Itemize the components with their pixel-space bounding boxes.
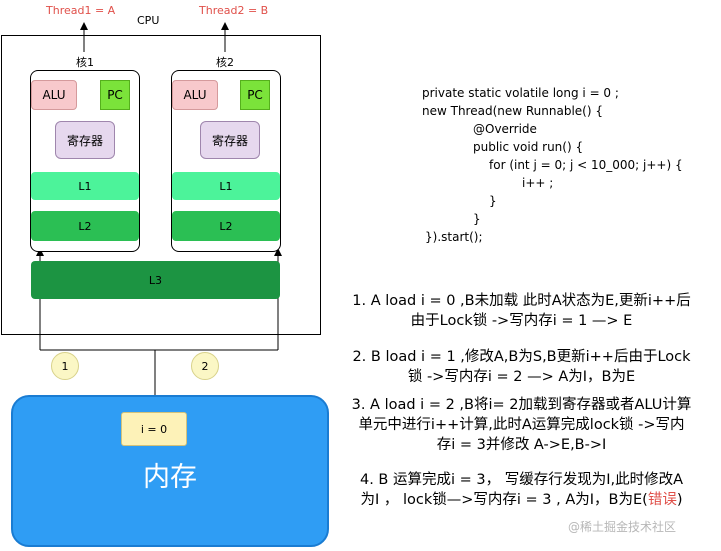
code-line: } bbox=[473, 212, 481, 226]
step-2-line-2: 锁 ->写内存i = 2 —> A为I，B为E bbox=[407, 369, 636, 385]
bus-marker-1: 1 bbox=[51, 352, 79, 380]
thread1-label: Thread1 = A bbox=[46, 4, 116, 17]
code-line: for (int j = 0; j < 10_000; j++) { bbox=[489, 158, 683, 172]
step-3-line-3: 存i = 3并修改 A->E,B->I bbox=[436, 437, 607, 453]
code-line: }).start(); bbox=[425, 230, 483, 244]
step-3: 3. A load i = 2 ,B将i= 2加载到寄存器或者ALU计算 单元中… bbox=[322, 395, 721, 455]
core2-register: 寄存器 bbox=[200, 121, 260, 159]
code-line: new Thread(new Runnable() { bbox=[422, 104, 603, 118]
step-3-line-1: 3. A load i = 2 ,B将i= 2加载到寄存器或者ALU计算 bbox=[351, 397, 692, 413]
step-4-line-2: 为I ， lock锁—>写内存i = 3 , A为I，B为E(错误) bbox=[322, 490, 721, 510]
error-mark: 错误 bbox=[647, 492, 677, 508]
code-line: public void run() { bbox=[473, 140, 584, 154]
step-4: 4. B 运算完成i = 3， 写缓存行发现为I,此时修改A 为I ， lock… bbox=[322, 470, 721, 510]
cpu-label: CPU bbox=[137, 14, 160, 27]
watermark: @稀土掘金技术社区 bbox=[568, 520, 677, 534]
step-1-line-2: 由于Lock锁 ->写内存i = 1 —> E bbox=[410, 313, 633, 329]
core2-alu: ALU bbox=[172, 80, 218, 110]
core2-pc: PC bbox=[240, 80, 270, 110]
core1-register: 寄存器 bbox=[55, 121, 115, 159]
core1-label: 核1 bbox=[76, 56, 94, 69]
core1-l1: L1 bbox=[31, 172, 139, 200]
step-4-line-1: 4. B 运算完成i = 3， 写缓存行发现为I,此时修改A bbox=[359, 472, 684, 488]
step-1-line-1: 1. A load i = 0 ,B未加载 此时A状态为E,更新i++后 bbox=[352, 293, 691, 309]
step-4-line-2-text: 为I ， lock锁—>写内存i = 3 , A为I，B为E( bbox=[360, 492, 648, 508]
step-4-line-2-tail: ) bbox=[676, 492, 683, 508]
code-line: } bbox=[489, 194, 497, 208]
core1-pc: PC bbox=[100, 80, 130, 110]
core2-l1: L1 bbox=[172, 172, 280, 200]
memory-box bbox=[11, 395, 329, 547]
code-line: @Override bbox=[473, 122, 537, 136]
thread2-label: Thread2 = B bbox=[199, 4, 269, 17]
core2-label: 核2 bbox=[216, 56, 234, 69]
step-2: 2. B load i = 1 ,修改A,B为S,B更新i++后由于Lock 锁… bbox=[322, 347, 721, 387]
bus-marker-2: 2 bbox=[191, 352, 219, 380]
step-3-line-2: 单元中进行i++计算,此时A运算完成lock锁 ->写内 bbox=[358, 417, 685, 433]
code-line: private static volatile long i = 0 ; bbox=[422, 86, 619, 100]
step-1: 1. A load i = 0 ,B未加载 此时A状态为E,更新i++后 由于L… bbox=[322, 291, 721, 331]
memory-value: i = 0 bbox=[121, 412, 187, 446]
code-line: i++ ; bbox=[522, 176, 554, 190]
l3-cache: L3 bbox=[31, 261, 280, 299]
core1-alu: ALU bbox=[31, 80, 77, 110]
core2-l2: L2 bbox=[172, 211, 280, 241]
memory-title: 内存 bbox=[143, 462, 197, 493]
core1-l2: L2 bbox=[31, 211, 139, 241]
step-2-line-1: 2. B load i = 1 ,修改A,B为S,B更新i++后由于Lock bbox=[352, 349, 691, 365]
cpu-box bbox=[1, 35, 321, 335]
